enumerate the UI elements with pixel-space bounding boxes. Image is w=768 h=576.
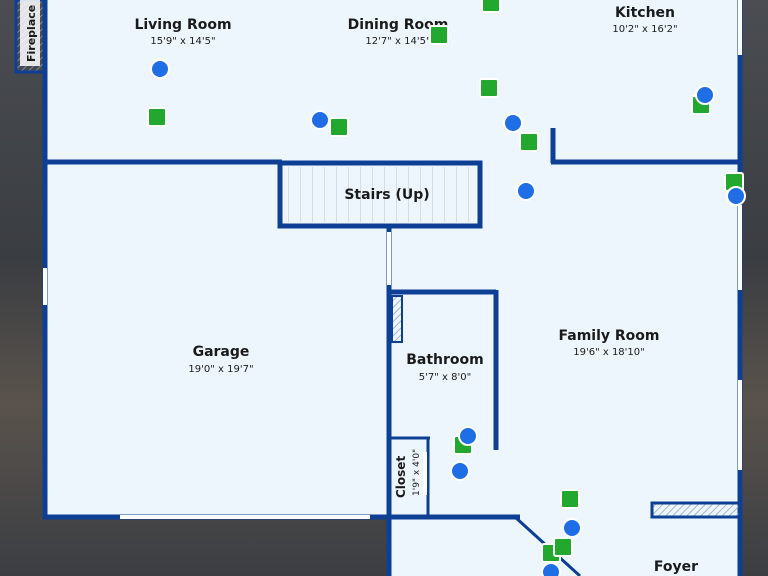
room-name: Bathroom bbox=[406, 352, 484, 368]
panorama-marker[interactable] bbox=[516, 181, 536, 201]
panorama-marker[interactable] bbox=[150, 59, 170, 79]
room-garage[interactable]: Garage 19'0" x 19'7" bbox=[188, 344, 253, 375]
room-name: Foyer bbox=[654, 559, 698, 575]
panorama-marker[interactable] bbox=[450, 461, 470, 481]
room-name: Dining Room bbox=[348, 17, 449, 33]
fireplace: Fireplace bbox=[14, 0, 46, 74]
panorama-marker[interactable] bbox=[726, 186, 746, 206]
photo-marker[interactable] bbox=[560, 489, 580, 509]
floor-area bbox=[45, 0, 740, 576]
photo-marker[interactable] bbox=[329, 117, 349, 137]
room-kitchen[interactable]: Kitchen 10'2" x 16'2" bbox=[612, 5, 677, 35]
room-dining-room[interactable]: Dining Room 12'7" x 14'5" bbox=[348, 17, 449, 47]
room-name: Garage bbox=[193, 344, 250, 360]
room-stairs[interactable]: Stairs (Up) bbox=[344, 187, 429, 203]
room-name: Kitchen bbox=[615, 5, 675, 21]
room-dimensions: 10'2" x 16'2" bbox=[612, 24, 677, 35]
room-foyer[interactable]: Foyer bbox=[654, 559, 698, 575]
stairs-steps bbox=[286, 167, 474, 222]
panorama-marker[interactable] bbox=[562, 518, 582, 538]
photo-marker[interactable] bbox=[429, 25, 449, 45]
panorama-marker[interactable] bbox=[541, 562, 561, 576]
room-dimensions: 19'0" x 19'7" bbox=[188, 364, 253, 375]
photo-marker[interactable] bbox=[553, 537, 573, 557]
room-name: Living Room bbox=[134, 17, 231, 33]
panorama-marker[interactable] bbox=[310, 110, 330, 130]
photo-marker[interactable] bbox=[147, 107, 167, 127]
room-dimensions: 12'7" x 14'5" bbox=[365, 36, 430, 47]
panorama-marker[interactable] bbox=[458, 426, 478, 446]
room-name: Closet bbox=[394, 456, 408, 498]
fireplace-label: Fireplace bbox=[25, 5, 38, 62]
room-bathroom[interactable]: Bathroom 5'7" x 8'0" bbox=[406, 352, 484, 383]
photo-marker[interactable] bbox=[479, 78, 499, 98]
openings bbox=[43, 0, 742, 519]
room-family-room[interactable]: Family Room 19'6" x 18'10" bbox=[559, 328, 660, 358]
photo-marker[interactable] bbox=[481, 0, 501, 13]
room-dimensions: 5'7" x 8'0" bbox=[419, 372, 471, 383]
panorama-marker[interactable] bbox=[503, 113, 523, 133]
panorama-marker[interactable] bbox=[695, 85, 715, 105]
photo-marker[interactable] bbox=[519, 132, 539, 152]
room-name: Stairs (Up) bbox=[344, 187, 429, 203]
room-dimensions: 1'9" x 4'0" bbox=[412, 449, 422, 496]
panorama-markers bbox=[150, 59, 746, 576]
room-dimensions: 19'6" x 18'10" bbox=[573, 347, 645, 358]
room-living-room[interactable]: Living Room 15'9" x 14'5" bbox=[134, 17, 231, 47]
room-dimensions: 15'9" x 14'5" bbox=[150, 36, 215, 47]
room-closet[interactable]: Closet 1'9" x 4'0" bbox=[394, 449, 422, 498]
room-name: Family Room bbox=[559, 328, 660, 344]
